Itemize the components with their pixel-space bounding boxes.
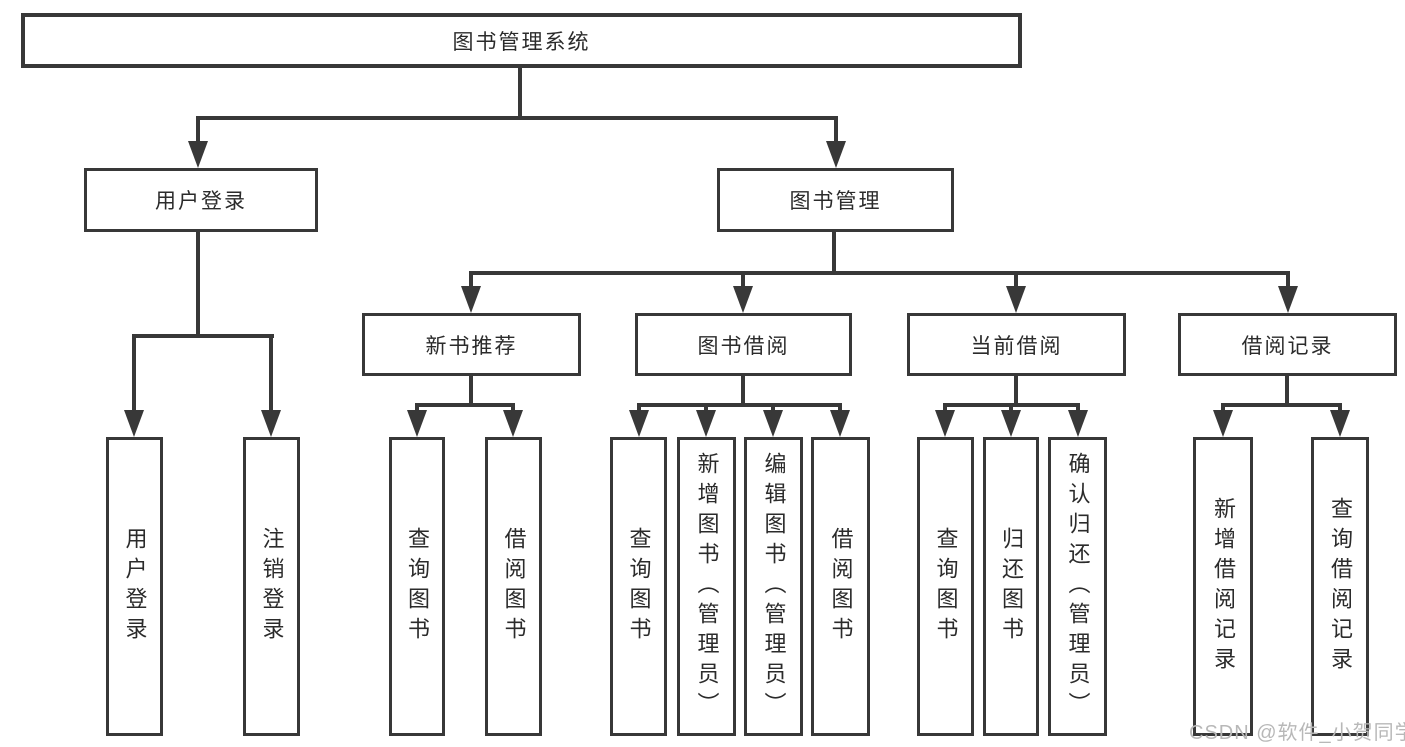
connector-drop	[1338, 403, 1342, 415]
node-current-borrowing-label: 当前借阅	[970, 334, 1063, 358]
leaf-query-books-recommend-label: 查询图书	[405, 526, 430, 647]
connector-stem	[832, 232, 836, 274]
leaf-query-books-borrowing-label: 查询图书	[626, 526, 652, 647]
leaf-return-books: 归还图书	[983, 437, 1039, 736]
arrowhead-down-icon	[407, 410, 427, 437]
leaf-borrow-books-recommend-label: 借阅图书	[501, 526, 527, 647]
leaf-borrow-books-borrowing-label: 借阅图书	[828, 526, 854, 647]
connector-drop	[511, 403, 515, 415]
connector-branch	[132, 334, 274, 338]
connector-branch	[1221, 403, 1342, 407]
leaf-query-borrow-record-label: 查询借阅记录	[1328, 496, 1353, 677]
connector-drop	[1014, 271, 1018, 290]
arrowhead-down-icon	[461, 286, 481, 313]
connector-drop	[196, 116, 200, 144]
arrowhead-down-icon	[733, 286, 753, 313]
leaf-logout-login-label: 注销登录	[259, 526, 285, 647]
connector-branch	[469, 271, 1290, 275]
connector-stem	[741, 376, 745, 406]
connector-drop	[741, 271, 745, 290]
connector-stem	[1014, 376, 1018, 406]
connector-drop	[269, 334, 273, 413]
leaf-edit-books-admin: 编辑图书（管理员）	[744, 437, 803, 736]
arrowhead-down-icon	[830, 410, 850, 437]
leaf-logout-login: 注销登录	[243, 437, 300, 736]
node-root: 图书管理系统	[21, 13, 1022, 68]
arrowhead-down-icon	[1068, 410, 1088, 437]
leaf-confirm-return-admin-label: 确认归还（管理员）	[1065, 451, 1091, 722]
arrowhead-down-icon	[629, 410, 649, 437]
leaf-user-login-label: 用户登录	[122, 526, 148, 647]
node-new-book-recommend-label: 新书推荐	[425, 334, 518, 358]
node-borrowing-records: 借阅记录	[1178, 313, 1397, 376]
node-book-borrowing-label: 图书借阅	[697, 334, 790, 358]
arrowhead-down-icon	[1330, 410, 1350, 437]
connector-stem	[469, 376, 473, 406]
arrowhead-down-icon	[1001, 410, 1021, 437]
connector-drop	[469, 271, 473, 290]
leaf-user-login: 用户登录	[106, 437, 163, 736]
connector-stem	[1285, 376, 1289, 406]
node-user-login-label: 用户登录	[155, 190, 247, 213]
arrowhead-down-icon	[1006, 286, 1026, 313]
leaf-add-books-admin-label: 新增图书（管理员）	[694, 451, 720, 722]
connector-drop	[943, 403, 947, 415]
arrowhead-down-icon	[696, 410, 716, 437]
arrowhead-down-icon	[763, 410, 783, 437]
arrowhead-down-icon	[503, 410, 523, 437]
leaf-return-books-label: 归还图书	[999, 526, 1024, 647]
connector-branch	[637, 403, 842, 407]
node-root-label: 图书管理系统	[452, 30, 591, 54]
leaf-borrow-books-recommend: 借阅图书	[485, 437, 542, 736]
connector-drop	[1076, 403, 1080, 415]
node-new-book-recommend: 新书推荐	[362, 313, 581, 376]
leaf-confirm-return-admin: 确认归还（管理员）	[1048, 437, 1107, 736]
connector-stem	[196, 232, 200, 336]
arrowhead-down-icon	[1278, 286, 1298, 313]
leaf-add-books-admin: 新增图书（管理员）	[677, 437, 736, 736]
connector-drop	[415, 403, 419, 415]
arrowhead-down-icon	[124, 410, 144, 437]
connector-drop	[771, 403, 775, 415]
arrowhead-down-icon	[188, 141, 208, 168]
leaf-query-books-current: 查询图书	[917, 437, 974, 736]
node-book-management: 图书管理	[717, 168, 954, 232]
csdn-watermark: CSDN @软件_小贺同学	[1189, 722, 1405, 744]
connector-drop	[1286, 271, 1290, 290]
connector-branch	[196, 116, 838, 120]
node-user-login: 用户登录	[84, 168, 318, 232]
arrowhead-down-icon	[935, 410, 955, 437]
leaf-add-borrow-record: 新增借阅记录	[1193, 437, 1253, 736]
connector-drop	[1009, 403, 1013, 415]
connector-drop	[838, 403, 842, 415]
connector-stem	[518, 68, 522, 118]
node-book-management-label: 图书管理	[789, 190, 882, 213]
node-book-borrowing: 图书借阅	[635, 313, 852, 376]
leaf-edit-books-admin-label: 编辑图书（管理员）	[761, 451, 787, 722]
arrowhead-down-icon	[1213, 410, 1233, 437]
leaf-add-borrow-record-label: 新增借阅记录	[1211, 496, 1236, 677]
connector-drop	[132, 334, 136, 413]
connector-drop	[704, 403, 708, 415]
leaf-query-books-recommend: 查询图书	[389, 437, 445, 736]
connector-drop	[637, 403, 641, 415]
leaf-query-books-borrowing: 查询图书	[610, 437, 667, 736]
arrowhead-down-icon	[826, 141, 846, 168]
connector-drop	[834, 116, 838, 144]
leaf-borrow-books-borrowing: 借阅图书	[811, 437, 870, 736]
leaf-query-borrow-record: 查询借阅记录	[1311, 437, 1369, 736]
leaf-query-books-current-label: 查询图书	[933, 526, 959, 647]
arrowhead-down-icon	[261, 410, 281, 437]
node-current-borrowing: 当前借阅	[907, 313, 1126, 376]
node-borrowing-records-label: 借阅记录	[1241, 334, 1334, 358]
connector-branch	[415, 403, 515, 407]
connector-drop	[1221, 403, 1225, 415]
